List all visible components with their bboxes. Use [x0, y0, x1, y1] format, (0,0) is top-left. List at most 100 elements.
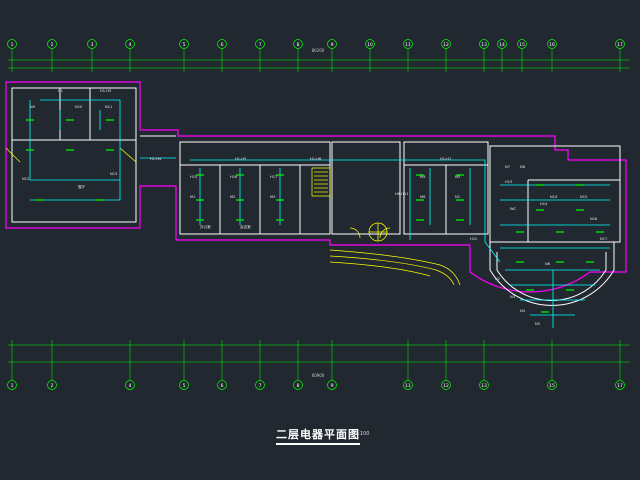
axis-label: 10	[367, 42, 373, 48]
axis-label: 13	[481, 383, 487, 389]
room-label: H1-H5	[235, 157, 246, 161]
axis-label: 15	[549, 383, 555, 389]
axis-label: 7	[259, 42, 262, 48]
room-label: M2	[230, 195, 235, 199]
room-label: H1	[58, 89, 63, 93]
room-label: N7	[505, 165, 510, 169]
axis-bubble-bottom: 8	[293, 340, 303, 390]
axis-label: 11	[405, 42, 411, 48]
axis-bubble-top: 3	[87, 39, 97, 72]
room-label: H1-H4	[150, 157, 162, 161]
axis-bubble-top: 8	[293, 39, 303, 72]
axis-label: 1	[11, 383, 14, 389]
axis-bubble-bottom: 17	[615, 340, 625, 390]
room-label: N16	[590, 217, 598, 221]
axis-label: 17	[617, 42, 623, 48]
room-label: N5	[535, 322, 540, 326]
room-label: H16	[230, 175, 238, 179]
axis-bubble-bottom: 7	[255, 340, 265, 390]
room-label: M1	[190, 195, 195, 199]
axis-bubble-top: 2	[47, 39, 57, 72]
axis-bubble-bottom: 1	[7, 340, 17, 390]
room-label: H8-H11	[395, 192, 409, 196]
room-label: WC	[510, 207, 517, 211]
axis-label: 16	[549, 42, 555, 48]
axis-label: 15	[519, 42, 525, 48]
room-label: H13	[505, 180, 512, 184]
axis-bubble-top: 15	[517, 39, 527, 72]
room-label: N12	[22, 177, 29, 181]
axis-label: 6	[221, 383, 224, 389]
axis-bubble-top: 12	[441, 39, 451, 72]
axis-label: 6	[221, 42, 224, 48]
room-label: H1-H6	[310, 157, 322, 161]
axis-label: 8	[297, 42, 300, 48]
axis-label: 7	[259, 383, 262, 389]
axis-bubble-bottom: 9	[327, 340, 337, 390]
axis-bubble-top: 1	[7, 39, 17, 72]
room-label: H1-H3	[100, 89, 111, 93]
top-total-dimension: 86200	[312, 48, 325, 53]
room-label: N4	[520, 309, 526, 313]
axis-bubble-bottom: 12	[441, 340, 451, 390]
room-label: 展厅	[78, 184, 86, 189]
room-label: M5	[455, 175, 460, 179]
axis-label: 12	[443, 383, 449, 389]
room-label: N8	[520, 165, 526, 169]
building-boundary	[5, 81, 627, 293]
axis-label: 1	[11, 42, 14, 48]
top-dimension-line	[8, 59, 630, 69]
axis-bubble-top: 5	[179, 39, 189, 72]
room-label: H1-H7	[440, 157, 451, 161]
axis-bubble-top: 9	[327, 39, 337, 72]
room-label: N10	[75, 105, 83, 109]
axis-bubble-bottom: 2	[47, 340, 57, 390]
room-label: N2	[495, 277, 500, 281]
stairs	[5, 147, 461, 286]
axis-bubble-top: 7	[255, 39, 265, 72]
axis-label: 4	[129, 383, 132, 389]
axis-label: 12	[443, 42, 449, 48]
axis-label: 8	[297, 383, 300, 389]
light-fixtures	[26, 119, 604, 313]
axis-bubble-bottom: 4	[125, 340, 135, 390]
drawing-scale: 1:100	[355, 431, 370, 437]
room-label: N17	[600, 237, 607, 241]
axis-label: 9	[331, 383, 334, 389]
room-label: N11	[105, 105, 112, 109]
axis-label: 9	[331, 42, 334, 48]
axis-bubble-bottom: 13	[479, 340, 489, 390]
room-label: H14	[540, 202, 548, 206]
bottom-total-dimension: 60900	[312, 373, 325, 378]
room-label: N6	[545, 262, 551, 266]
title-block: 二层电器平面图 1:100	[0, 426, 640, 450]
axis-label: 2	[51, 42, 54, 48]
room-label: 会议室	[240, 224, 251, 229]
axis-bubble-top: 10	[365, 39, 375, 72]
axis-label: 14	[499, 42, 505, 48]
axis-bubble-bottom: 11	[403, 340, 413, 390]
axis-label: 5	[183, 383, 186, 389]
room-label: N13	[110, 172, 117, 176]
axis-bubble-top: 4	[125, 39, 135, 72]
axis-bubble-top: 11	[403, 39, 413, 72]
room-label: M6	[420, 195, 426, 199]
room-label: N3	[510, 295, 515, 299]
axis-label: 11	[405, 383, 411, 389]
axis-bubble-top: 16	[547, 39, 557, 72]
axis-bubble-bottom: 6	[217, 340, 227, 390]
axis-label: 17	[617, 383, 623, 389]
axis-bubble-bottom: 5	[179, 340, 189, 390]
axis-label: 4	[129, 42, 132, 48]
room-label: 办公室	[200, 224, 211, 229]
room-label: H15	[190, 175, 197, 179]
bottom-dimension-line	[8, 344, 630, 363]
ceiling-fan-symbol	[368, 222, 388, 242]
room-label: N14	[550, 195, 558, 199]
axis-bubble-bottom: 15	[547, 340, 557, 390]
axis-label: 2	[51, 383, 54, 389]
